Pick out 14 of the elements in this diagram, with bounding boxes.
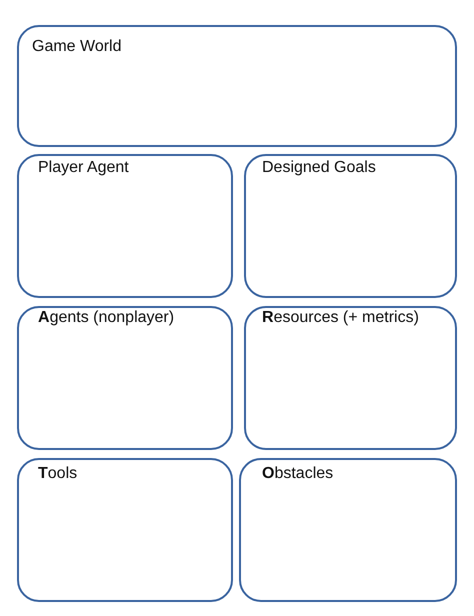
category-box bbox=[17, 458, 233, 602]
category-box bbox=[239, 458, 457, 602]
category-box bbox=[244, 154, 457, 298]
box-heading: Game World bbox=[32, 37, 122, 56]
category-box bbox=[244, 306, 457, 450]
box-heading: Player Agent bbox=[38, 158, 129, 178]
box-heading: Designed Goals bbox=[262, 158, 376, 178]
box-heading: Obstacles bbox=[262, 464, 334, 484]
box-heading: Tools bbox=[38, 464, 78, 484]
box-heading: Agents (nonplayer) bbox=[38, 308, 174, 328]
category-box bbox=[17, 25, 457, 147]
category-box bbox=[17, 154, 233, 298]
category-box bbox=[17, 306, 233, 450]
box-heading: Resources (+ metrics) bbox=[262, 308, 419, 328]
